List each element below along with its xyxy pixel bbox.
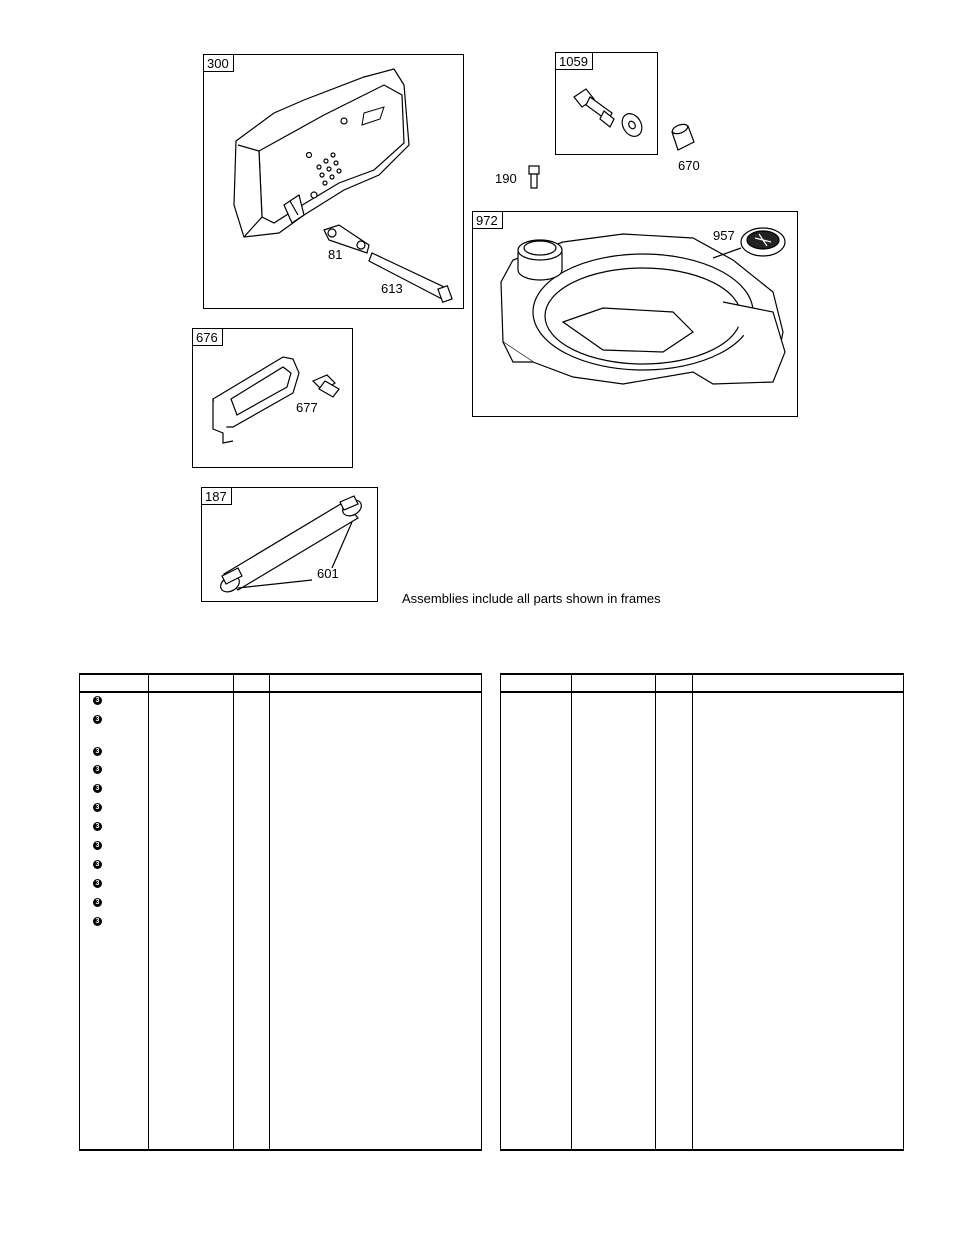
column-divider (655, 675, 656, 1149)
assemblies-note: Assemblies include all parts shown in fr… (402, 591, 661, 606)
bullet-marker: 3 (93, 841, 102, 850)
frame-676: 676 677 (192, 328, 353, 468)
bullet-marker: 3 (93, 803, 102, 812)
frame-1059: 1059 (555, 52, 658, 155)
parts-table-right (500, 673, 904, 1151)
frame-187: 187 601 (201, 487, 378, 602)
bullet-marker: 3 (93, 715, 102, 724)
column-divider (692, 675, 693, 1149)
callout-670: 670 (678, 158, 700, 173)
bolt-washer-drawing (573, 88, 643, 137)
spacer-drawing (671, 123, 695, 151)
hose-drawing (220, 495, 362, 593)
bullet-marker: 3 (93, 917, 102, 926)
guard-drawing (212, 356, 340, 444)
bullet-marker: 3 (93, 765, 102, 774)
callout-601: 601 (317, 566, 339, 581)
callout-613: 613 (381, 281, 403, 296)
table-header (501, 675, 903, 693)
parts-table-left: 3 3 3 3 3 3 3 3 3 3 3 3 (79, 673, 482, 1151)
callout-81: 81 (328, 247, 343, 262)
frame-number: 300 (204, 55, 234, 72)
bullet-marker: 3 (93, 822, 102, 831)
callout-957: 957 (713, 228, 735, 243)
bullet-marker: 3 (93, 879, 102, 888)
column-divider (148, 675, 149, 1149)
table-header (80, 675, 481, 693)
column-divider (571, 675, 572, 1149)
frame-300: 300 81 613 (203, 54, 464, 309)
frame-number: 972 (473, 212, 503, 229)
callout-677: 677 (296, 400, 318, 415)
bullet-marker: 3 (93, 784, 102, 793)
fuel-tank-drawing (500, 227, 786, 385)
column-divider (269, 675, 270, 1149)
screw-drawing (528, 165, 540, 189)
bullet-marker: 3 (93, 860, 102, 869)
column-divider (233, 675, 234, 1149)
muffler-drawing (233, 68, 453, 304)
frame-number: 1059 (556, 53, 593, 70)
frame-number: 187 (202, 488, 232, 505)
bullet-marker: 3 (93, 747, 102, 756)
bullet-marker: 3 (93, 696, 102, 705)
frame-972: 972 957 (472, 211, 798, 417)
frame-number: 676 (193, 329, 223, 346)
bullet-marker: 3 (93, 898, 102, 907)
callout-190: 190 (495, 171, 517, 186)
